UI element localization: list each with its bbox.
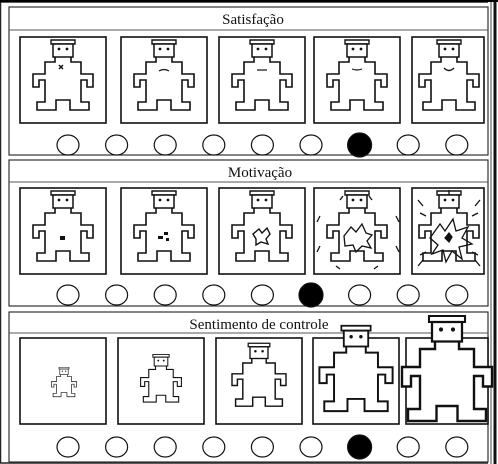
rating-option[interactable] [300, 437, 322, 457]
figure-frame-5 [412, 188, 484, 274]
rating-option[interactable] [106, 437, 128, 457]
figure-frame-2 [121, 37, 207, 123]
rating-option[interactable] [446, 135, 468, 155]
rating-options [57, 435, 468, 459]
rating-option[interactable] [203, 135, 225, 155]
rating-options [57, 283, 468, 307]
rating-option[interactable] [203, 437, 225, 457]
rating-option[interactable] [154, 135, 176, 155]
figure-frame-4 [313, 326, 399, 424]
section-title: Motivação [228, 165, 292, 181]
section-satisfacao: Satisfação [9, 7, 488, 157]
rating-option[interactable] [106, 285, 128, 305]
figure-frame-2 [118, 338, 204, 424]
rating-option[interactable] [397, 135, 419, 155]
rating-options [57, 133, 468, 157]
rating-option[interactable] [446, 437, 468, 457]
section-title: Satisfação [222, 12, 284, 28]
figure-frame-3 [219, 37, 305, 123]
rating-option-selected[interactable] [299, 283, 323, 307]
figure-frame-5 [402, 316, 492, 424]
rating-option[interactable] [349, 285, 371, 305]
rating-option[interactable] [397, 285, 419, 305]
figure-frame-4 [314, 37, 400, 123]
rating-option[interactable] [203, 285, 225, 305]
section-motivacao: Motivação [9, 160, 488, 307]
rating-option[interactable] [251, 135, 273, 155]
figure-frame-2 [121, 188, 207, 274]
figure-frame-5 [412, 37, 484, 123]
rating-option[interactable] [397, 437, 419, 457]
figure-frame-1 [20, 338, 106, 424]
figure-frame-1 [20, 37, 106, 123]
rating-option[interactable] [251, 437, 273, 457]
rating-option[interactable] [154, 285, 176, 305]
rating-option-selected[interactable] [348, 133, 372, 157]
section-sentimento-de-controle: Sentimento de controle [9, 312, 492, 462]
rating-option[interactable] [57, 437, 79, 457]
rating-option[interactable] [251, 285, 273, 305]
figure-frame-3 [216, 338, 302, 424]
rating-option[interactable] [446, 285, 468, 305]
section-title: Sentimento de controle [189, 317, 328, 333]
rating-option-selected[interactable] [348, 435, 372, 459]
figure-frame-4 [314, 188, 400, 274]
rating-option[interactable] [154, 437, 176, 457]
rating-option[interactable] [57, 285, 79, 305]
rating-option[interactable] [57, 135, 79, 155]
figure-frame-1 [20, 188, 106, 274]
calm-figure-icon [60, 236, 65, 240]
rating-option[interactable] [106, 135, 128, 155]
figure-frame-3 [219, 188, 305, 274]
rating-option[interactable] [300, 135, 322, 155]
